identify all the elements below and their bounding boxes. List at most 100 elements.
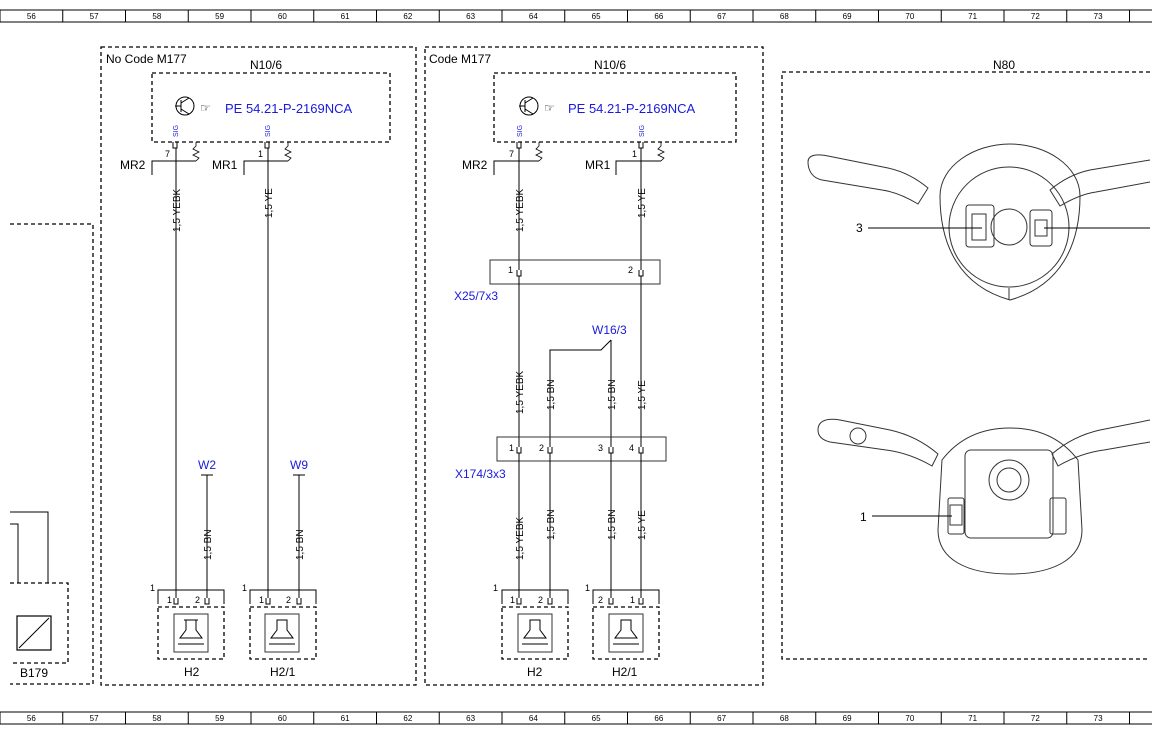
pin-number: 2 (538, 595, 543, 605)
ruler-column-label: 69 (843, 12, 852, 21)
transistor-icon (175, 96, 195, 116)
n80-panel: N80 3 (781, 58, 1151, 660)
pin-number: 1 (242, 583, 247, 593)
connector-label[interactable]: X174/3x3 (455, 467, 506, 481)
transistor-icon (519, 96, 539, 116)
pin-number: 2 (598, 595, 603, 605)
callout-1: 1 (860, 510, 867, 524)
ruler-column-label: 56 (27, 12, 36, 21)
ruler-column-label: 69 (843, 714, 852, 723)
sig-label: SIG (517, 125, 524, 137)
horn-h2: 1 1 2 H2 (493, 583, 569, 679)
ruler-column-label: 61 (341, 12, 350, 21)
ruler-column-label: 71 (968, 12, 977, 21)
reference-link[interactable]: PE 54.21-P-2169NCA (225, 101, 353, 116)
ruler-column-label: 58 (152, 12, 161, 21)
pin-number: 7 (509, 149, 514, 159)
callout-3: 3 (856, 221, 863, 235)
wire-label: 1,5 BN (295, 529, 306, 560)
ruler-column-label: 64 (529, 714, 538, 723)
pin-number: 1 (258, 149, 263, 159)
clock-spring-rear (817, 418, 1151, 575)
ground-w2[interactable]: W2 (198, 458, 216, 472)
wire-label: 1,5 YE (264, 188, 275, 218)
horn-h2-1: 1 2 1 H2/1 (585, 583, 660, 679)
horn-label: H2 (184, 665, 200, 679)
ruler-column-label: 60 (278, 12, 287, 21)
wire-label: 1,5 YEBK (515, 188, 526, 232)
pointing-hand-icon: ☞ (544, 101, 555, 115)
pin-number: 1 (150, 583, 155, 593)
pin-number: 2 (539, 443, 544, 453)
wire-label: 1,5 BN (607, 509, 618, 540)
ruler-column-label: 63 (466, 12, 475, 21)
ruler-column-label: 67 (717, 12, 726, 21)
splice-w16-3[interactable]: W16/3 (592, 323, 627, 337)
ruler-column-label: 61 (341, 714, 350, 723)
panel-title: Code M177 (429, 52, 491, 66)
pin-number: 1 (493, 583, 498, 593)
ruler-column-label: 72 (1031, 714, 1040, 723)
ruler-column-label: 56 (27, 714, 36, 723)
ruler-column-label: 68 (780, 12, 789, 21)
pin-number: 1 (167, 595, 172, 605)
ruler-column-label: 59 (215, 714, 224, 723)
wire-label: 1,5 YEBK (515, 516, 526, 560)
ruler-column-label: 66 (654, 12, 663, 21)
ruler-top (0, 9, 1152, 23)
pin-number: 1 (585, 583, 590, 593)
ruler-column-label: 72 (1031, 12, 1040, 21)
mr1-label: MR1 (585, 158, 611, 172)
pin-number: 1 (632, 149, 637, 159)
ruler-column-label: 67 (717, 714, 726, 723)
ruler-column-label: 64 (529, 12, 538, 21)
ruler-column-label: 57 (90, 12, 99, 21)
ruler-column-label: 70 (905, 12, 914, 21)
ruler-column-label: 66 (654, 714, 663, 723)
sig-label: SIG (639, 125, 646, 137)
ruler-column-label: 71 (968, 714, 977, 723)
wire-label: 1,5 BN (203, 529, 214, 560)
module-box (151, 72, 391, 143)
wire-label: 1,5 BN (607, 379, 618, 410)
ruler-column-label: 60 (278, 714, 287, 723)
connector-label[interactable]: X25/7x3 (454, 289, 498, 303)
module-label: N10/6 (250, 58, 282, 72)
pointing-hand-icon: ☞ (200, 101, 211, 115)
pin-number: 1 (510, 595, 515, 605)
horn-label: H2/1 (270, 665, 296, 679)
pin-number: 2 (286, 595, 291, 605)
mr2-label: MR2 (120, 158, 146, 172)
mr2-label: MR2 (462, 158, 488, 172)
ruler-column-label: 68 (780, 714, 789, 723)
ruler-column-label: 73 (1094, 12, 1103, 21)
ruler-bottom (0, 711, 1152, 725)
pin-number: 1 (259, 595, 264, 605)
module-box (493, 72, 737, 143)
pin-number: 3 (598, 443, 603, 453)
ruler-column-label: 65 (592, 12, 601, 21)
ruler-column-label: 58 (152, 714, 161, 723)
horn-label: H2/1 (612, 665, 638, 679)
no-code-m177-panel: No Code M177 N10/6 ☞ PE 54.21-P-2169NCA … (100, 46, 417, 686)
ruler-column-label: 63 (466, 714, 475, 723)
pin-number: 7 (165, 149, 170, 159)
ruler-column-label: 73 (1094, 714, 1103, 723)
wire-label: 1,5 YE (637, 510, 648, 540)
sig-label: SIG (265, 125, 272, 137)
ruler-column-label: 62 (403, 12, 412, 21)
wire-label: 1,5 BN (546, 379, 557, 410)
module-label: N10/6 (594, 58, 626, 72)
pin-number: 2 (195, 595, 200, 605)
code-m177-panel: Code M177 N10/6 ☞ PE 54.21-P-2169NCA SIG… (424, 46, 764, 686)
ground-w9[interactable]: W9 (290, 458, 308, 472)
pin-number: 4 (629, 443, 634, 453)
ruler-column-label: 62 (403, 714, 412, 723)
connector-x25: 1 2 X25/7x3 (454, 259, 661, 303)
horn-label: H2 (527, 665, 543, 679)
reference-link[interactable]: PE 54.21-P-2169NCA (568, 101, 696, 116)
panel-title: N80 (993, 58, 1015, 72)
ruler-column-label: 65 (592, 714, 601, 723)
ruler-column-label: 70 (905, 714, 914, 723)
pin-number: 1 (630, 595, 635, 605)
